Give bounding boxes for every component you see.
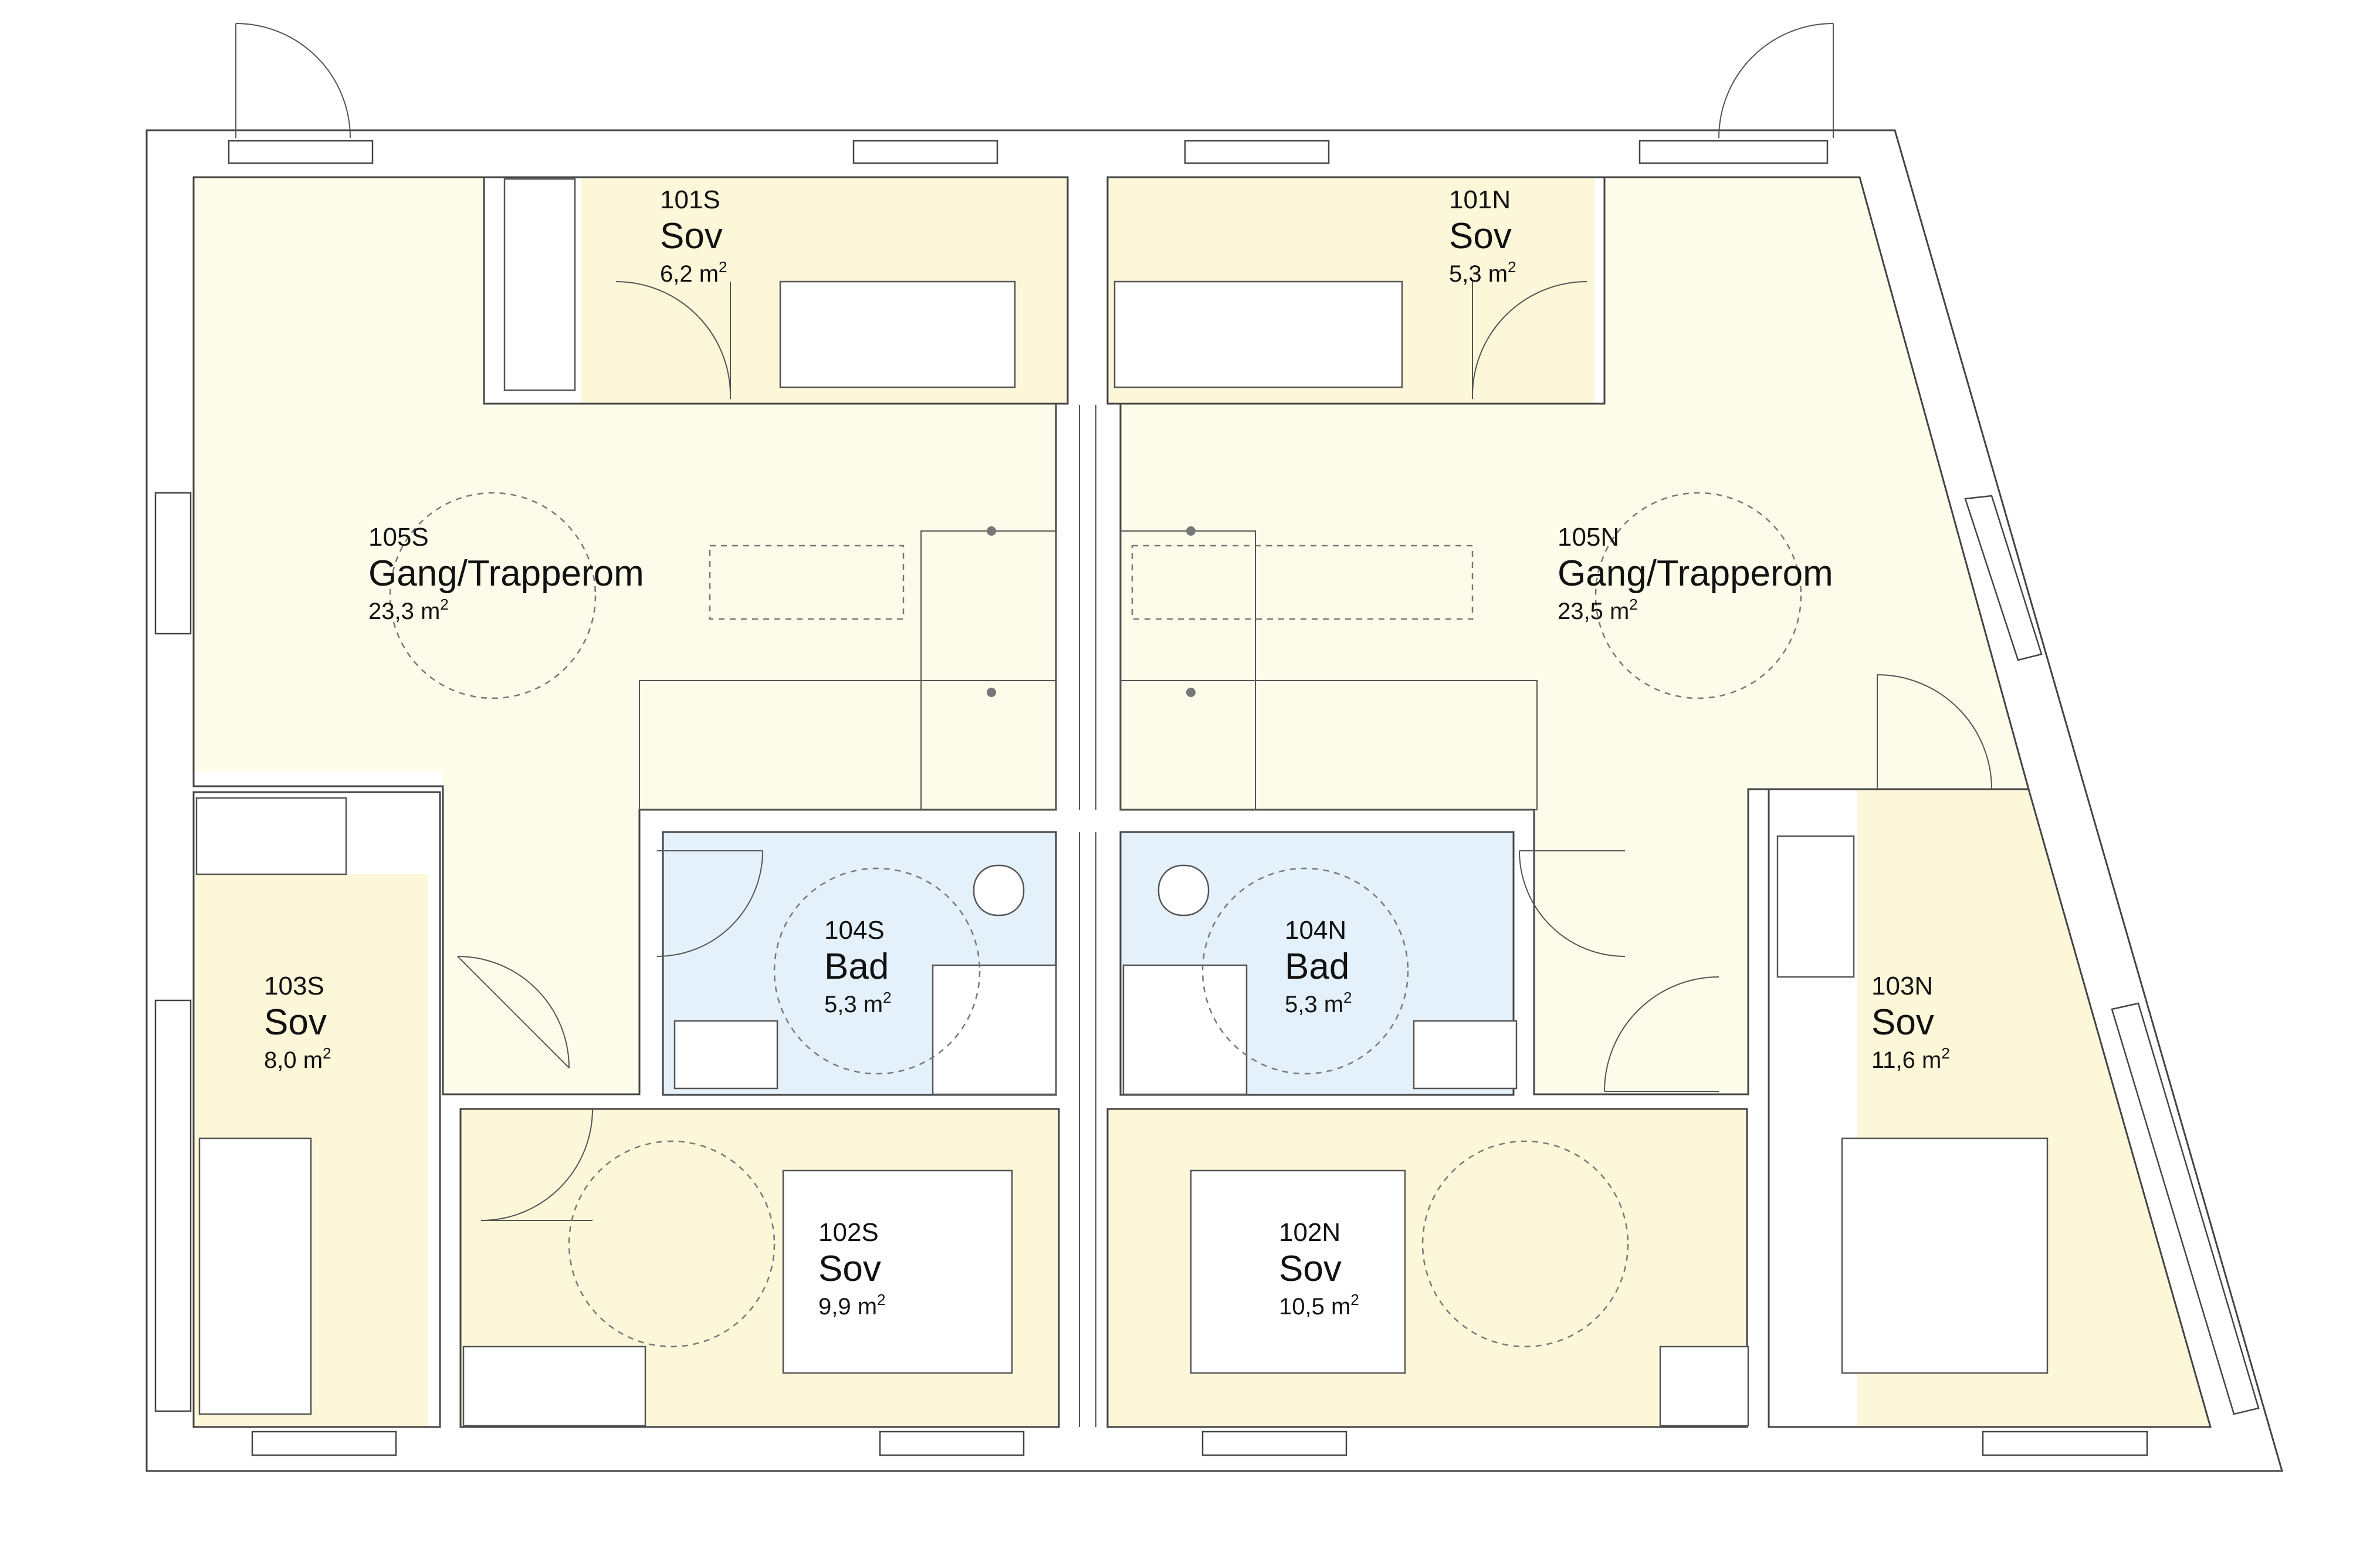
bed: [198, 1137, 312, 1415]
svg-text:10,5 m2: 10,5 m2: [1279, 1291, 1359, 1320]
svg-text:103N: 103N: [1871, 972, 1933, 1000]
room-label-103n: 103N Sov 11,6 m2: [1871, 972, 1950, 1073]
interior-walls: [192, 176, 2212, 1428]
svg-text:102N: 102N: [1279, 1218, 1340, 1247]
building-outline: [145, 129, 2283, 1472]
turning-circles: [389, 492, 1802, 1348]
window: [154, 492, 192, 635]
room-label-103s: 103S Sov 8,0 m2: [264, 972, 331, 1073]
room-label-104s: 104S Bad 5,3 m2: [824, 916, 892, 1017]
window: [251, 1431, 397, 1456]
svg-text:5,3 m2: 5,3 m2: [1449, 258, 1516, 287]
svg-text:9,9 m2: 9,9 m2: [818, 1291, 886, 1320]
svg-text:23,5 m2: 23,5 m2: [1558, 596, 1638, 624]
room-label-102s: 102S Sov 9,9 m2: [818, 1218, 886, 1320]
svg-text:Sov: Sov: [818, 1249, 881, 1289]
svg-text:103S: 103S: [264, 972, 324, 1000]
closet: [1776, 835, 1855, 978]
window: [154, 999, 192, 1412]
bed: [1190, 1169, 1406, 1374]
svg-text:Gang/Trapperom: Gang/Trapperom: [368, 553, 644, 594]
svg-text:6,2 m2: 6,2 m2: [660, 258, 727, 287]
closet: [1659, 1345, 1749, 1427]
shower: [932, 964, 1057, 1095]
window: [1964, 495, 2043, 661]
bed: [1841, 1137, 2049, 1374]
svg-text:101N: 101N: [1449, 185, 1511, 214]
room-label-105n: 105N Gang/Trapperom 23,5 m2: [1558, 523, 1833, 624]
window: [1184, 140, 1330, 164]
bed: [782, 1169, 1013, 1374]
svg-text:Sov: Sov: [1279, 1249, 1342, 1289]
svg-text:104S: 104S: [824, 916, 885, 945]
svg-text:104N: 104N: [1285, 916, 1346, 945]
room-label-102n: 102N Sov 10,5 m2: [1279, 1218, 1359, 1320]
room-label-104n: 104N Bad 5,3 m2: [1285, 916, 1352, 1017]
room-label-105s: 105S Gang/Trapperom 23,3 m2: [368, 523, 644, 624]
doors: [235, 23, 1992, 1221]
toilet: [973, 864, 1025, 917]
svg-text:Sov: Sov: [1871, 1002, 1934, 1043]
window: [879, 1431, 1025, 1456]
shower: [1122, 964, 1248, 1095]
svg-text:5,3 m2: 5,3 m2: [824, 989, 892, 1017]
room-label-101n: 101N Sov 5,3 m2: [1449, 185, 1516, 287]
svg-text:102S: 102S: [818, 1218, 879, 1247]
room-labels: 101S Sov 6,2 m2 101N Sov 5,3 m2 105S Gan…: [264, 185, 1950, 1320]
svg-text:105S: 105S: [368, 523, 429, 552]
stairs: [639, 526, 1538, 810]
closet: [503, 178, 576, 391]
window: [2111, 1002, 2260, 1415]
sink: [1413, 1020, 1518, 1090]
svg-text:Sov: Sov: [264, 1002, 327, 1043]
windows: [154, 140, 2260, 1456]
svg-text:23,3 m2: 23,3 m2: [368, 596, 449, 624]
svg-text:Gang/Trapperom: Gang/Trapperom: [1558, 553, 1833, 594]
svg-text:101S: 101S: [660, 185, 720, 214]
svg-text:8,0 m2: 8,0 m2: [264, 1044, 331, 1073]
window: [1201, 1431, 1348, 1456]
window: [228, 140, 374, 164]
floor-105s: [194, 177, 1056, 1094]
window: [1638, 140, 1829, 164]
svg-text:Sov: Sov: [660, 216, 723, 256]
svg-text:105N: 105N: [1558, 523, 1619, 552]
floor-105n: [1120, 177, 2029, 1094]
closet: [195, 797, 347, 875]
closet: [462, 1345, 646, 1427]
svg-text:11,6 m2: 11,6 m2: [1871, 1044, 1950, 1073]
toilet: [1157, 864, 1210, 917]
svg-text:Bad: Bad: [1285, 946, 1349, 987]
room-label-101s: 101S Sov 6,2 m2: [660, 185, 727, 287]
bed: [1113, 280, 1403, 388]
svg-text:Sov: Sov: [1449, 216, 1512, 256]
window: [852, 140, 998, 164]
window: [1982, 1431, 2148, 1456]
svg-text:5,3 m2: 5,3 m2: [1285, 989, 1352, 1017]
svg-text:Bad: Bad: [824, 946, 889, 987]
sink: [673, 1020, 778, 1090]
bed: [779, 280, 1016, 388]
furniture: [195, 178, 2049, 1427]
